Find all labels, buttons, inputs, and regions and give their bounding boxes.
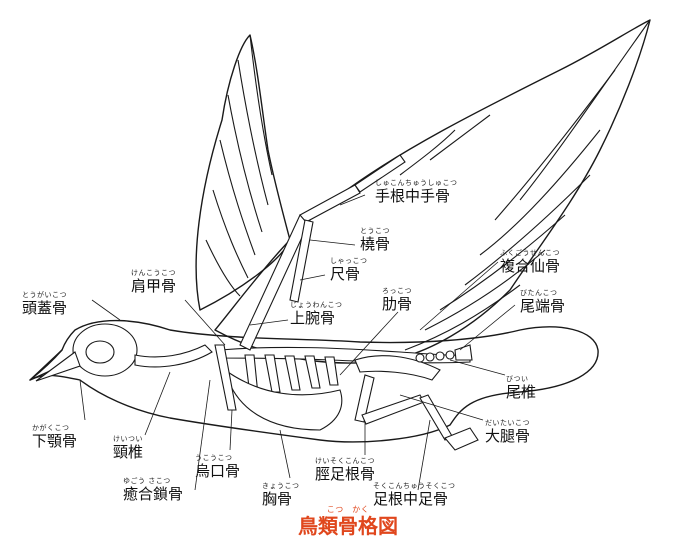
label-scapula-name: 肩甲骨 bbox=[131, 279, 176, 294]
diagram-title-furigana: こつ かく bbox=[0, 506, 696, 514]
diagram-title-text: 鳥類骨格図 bbox=[0, 516, 696, 536]
label-femur-furigana: だいたいこつ bbox=[485, 420, 530, 427]
label-skull-name: 頭蓋骨 bbox=[22, 301, 67, 316]
label-tarsometatarsus-name: 足根中足骨 bbox=[373, 492, 456, 507]
label-tarsometatarsus-furigana: そくこんちゅうそくこつ bbox=[373, 483, 456, 490]
label-scapula-furigana: けんこうこつ bbox=[131, 270, 176, 277]
label-ulna-name: 尺骨 bbox=[330, 267, 368, 282]
label-tibiotarsus-name: 脛足根骨 bbox=[315, 467, 375, 482]
label-furcula: ゆごう さこつ 癒合鎖骨 bbox=[123, 478, 183, 502]
label-coracoid-furigana: うこうこつ bbox=[195, 455, 240, 462]
label-ulna: しゃっこつ 尺骨 bbox=[330, 258, 368, 282]
label-mandible-furigana: かがくこつ bbox=[32, 425, 77, 432]
label-radius: とうこつ 橈骨 bbox=[360, 228, 390, 252]
label-carpometacarpus-name: 手根中手骨 bbox=[375, 189, 458, 204]
label-cervical-vertebrae: けいつい 頸椎 bbox=[113, 436, 143, 460]
label-pygostyle-furigana: びたんこつ bbox=[520, 290, 565, 297]
label-ribs-furigana: ろっこつ bbox=[382, 288, 412, 295]
label-ulna-furigana: しゃっこつ bbox=[330, 258, 368, 265]
label-skull-furigana: とうがいこつ bbox=[22, 292, 67, 299]
label-tibiotarsus: けいそくこんこつ 脛足根骨 bbox=[315, 458, 375, 482]
label-humerus-name: 上腕骨 bbox=[290, 311, 343, 326]
label-mandible-name: 下顎骨 bbox=[32, 434, 77, 449]
label-sternum: きょうこつ 胸骨 bbox=[262, 483, 300, 507]
label-caudal-vertebrae: びつい 尾椎 bbox=[506, 376, 536, 400]
label-humerus-furigana: じょうわんこつ bbox=[290, 302, 343, 309]
skull bbox=[36, 324, 137, 381]
label-synsacrum-name: 複合仙骨 bbox=[500, 259, 560, 274]
label-coracoid: うこうこつ 烏口骨 bbox=[195, 455, 240, 479]
label-tibiotarsus-furigana: けいそくこんこつ bbox=[315, 458, 375, 465]
label-ribs: ろっこつ 肋骨 bbox=[382, 288, 412, 312]
label-mandible: かがくこつ 下顎骨 bbox=[32, 425, 77, 449]
label-carpometacarpus-furigana: しゅこんちゅうしゅこつ bbox=[375, 180, 458, 187]
label-radius-furigana: とうこつ bbox=[360, 228, 390, 235]
label-scapula: けんこうこつ 肩甲骨 bbox=[131, 270, 176, 294]
label-synsacrum-furigana: ふくごうせんこつ bbox=[500, 250, 560, 257]
label-radius-name: 橈骨 bbox=[360, 237, 390, 252]
label-ribs-name: 肋骨 bbox=[382, 297, 412, 312]
label-furcula-furigana: ゆごう さこつ bbox=[123, 478, 183, 485]
label-femur-name: 大腿骨 bbox=[485, 429, 530, 444]
label-humerus: じょうわんこつ 上腕骨 bbox=[290, 302, 343, 326]
diagram-title: こつ かく 鳥類骨格図 bbox=[0, 506, 696, 536]
label-caudal-vertebrae-furigana: びつい bbox=[506, 376, 536, 383]
label-pygostyle: びたんこつ 尾端骨 bbox=[520, 290, 565, 314]
label-cervical-vertebrae-name: 頸椎 bbox=[113, 445, 143, 460]
label-sternum-name: 胸骨 bbox=[262, 492, 300, 507]
label-synsacrum: ふくごうせんこつ 複合仙骨 bbox=[500, 250, 560, 274]
label-furcula-name: 癒合鎖骨 bbox=[123, 487, 183, 502]
label-pygostyle-name: 尾端骨 bbox=[520, 299, 565, 314]
label-carpometacarpus: しゅこんちゅうしゅこつ 手根中手骨 bbox=[375, 180, 458, 204]
label-cervical-vertebrae-furigana: けいつい bbox=[113, 436, 143, 443]
label-skull: とうがいこつ 頭蓋骨 bbox=[22, 292, 67, 316]
label-coracoid-name: 烏口骨 bbox=[195, 464, 240, 479]
label-femur: だいたいこつ 大腿骨 bbox=[485, 420, 530, 444]
label-caudal-vertebrae-name: 尾椎 bbox=[506, 385, 536, 400]
label-sternum-furigana: きょうこつ bbox=[262, 483, 300, 490]
label-tarsometatarsus: そくこんちゅうそくこつ 足根中足骨 bbox=[373, 483, 456, 507]
